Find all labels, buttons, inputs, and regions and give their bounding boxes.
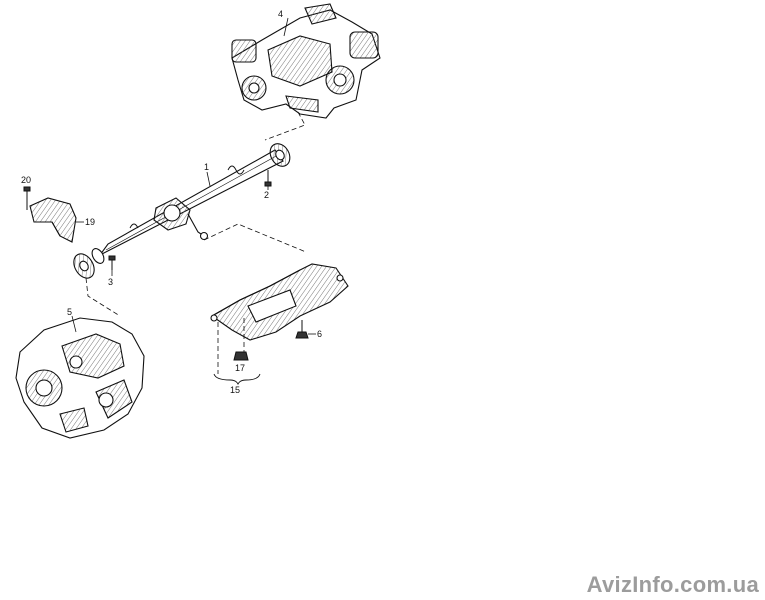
bolt-3	[108, 255, 116, 270]
watermark: AvizInfo.com.ua	[586, 572, 759, 597]
callout-3: 3	[108, 277, 113, 287]
callout-2: 2	[264, 190, 269, 200]
bolt-2	[264, 170, 272, 187]
nut-17	[233, 351, 249, 361]
callout-17: 17	[235, 363, 245, 373]
bolt-20	[23, 186, 31, 210]
gearbox	[15, 317, 145, 439]
propeller-shaft	[73, 143, 291, 279]
tunnel-heat-shield	[210, 263, 349, 341]
heat-shield-19	[29, 197, 77, 243]
callout-5: 5	[67, 307, 72, 317]
callout-15: 15	[230, 385, 240, 395]
nut-6	[295, 320, 309, 339]
callout-1: 1	[204, 162, 209, 172]
rear-differential	[231, 3, 381, 119]
callout-20: 20	[21, 175, 31, 185]
callout-6: 6	[317, 329, 322, 339]
callout-19: 19	[85, 217, 95, 227]
callout-4: 4	[278, 9, 283, 19]
